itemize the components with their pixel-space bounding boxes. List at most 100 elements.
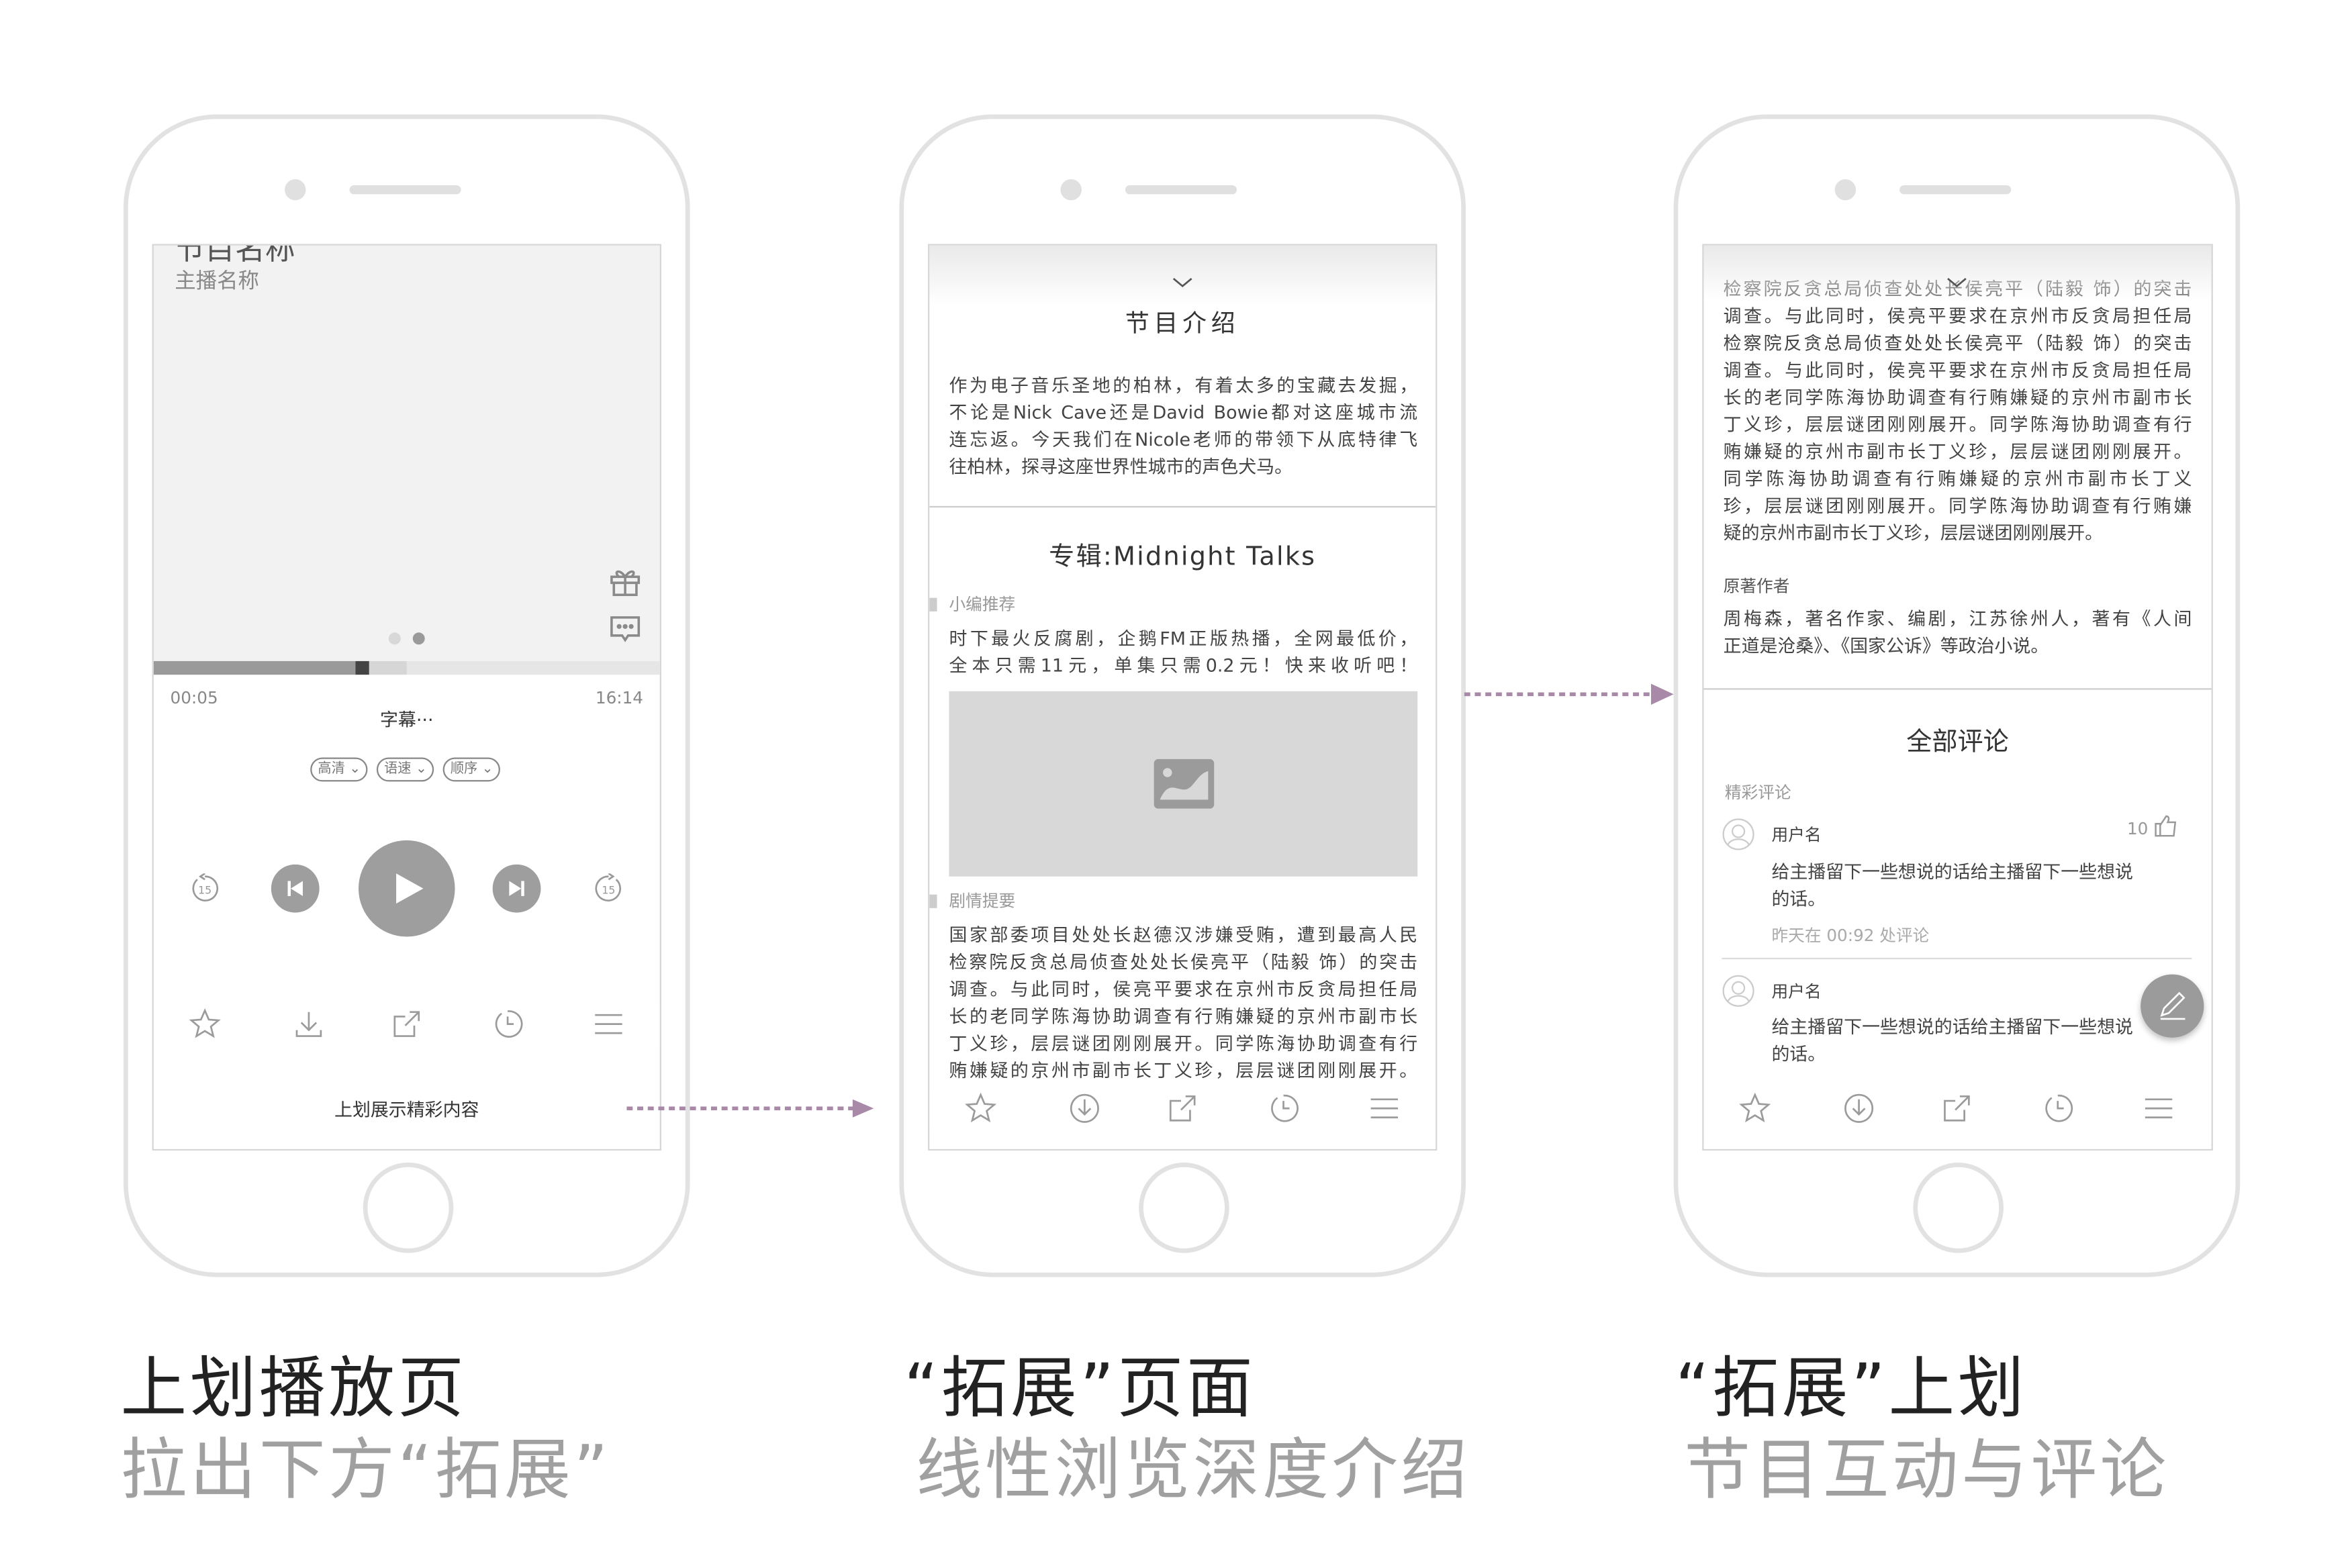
player-screen: 节目名称 主播名称 00:05 16:14 字幕··· 高清 ⌄ 语速 ⌄ <box>152 244 661 1151</box>
download-button[interactable] <box>1066 1090 1102 1126</box>
avatar[interactable] <box>1722 818 1754 850</box>
phone-mockup-comments: 检察院反贪总局侦查处处长侯亮平（陆毅 饰）的突击调查。与此同时，侯亮平要求在京州… <box>1673 114 2241 1277</box>
bottom-toolbar <box>929 1090 1436 1130</box>
page-dot-active[interactable] <box>412 632 425 645</box>
share-button[interactable] <box>1939 1090 1975 1126</box>
speaker-bar <box>1899 185 2012 195</box>
comment-username[interactable]: 用户名 <box>1771 981 1822 1001</box>
featured-comments-label: 精彩评论 <box>1724 783 1791 803</box>
share-button[interactable] <box>1164 1090 1201 1126</box>
speed-dropdown[interactable]: 语速 ⌄ <box>376 757 435 782</box>
time-elapsed: 00:05 <box>170 688 218 708</box>
avatar[interactable] <box>1722 975 1754 1008</box>
speaker-bar <box>349 185 461 195</box>
next-button[interactable] <box>492 864 541 913</box>
favorite-button[interactable] <box>1737 1090 1773 1126</box>
download-circle-icon <box>1070 1093 1099 1123</box>
sleep-timer-button[interactable] <box>1266 1090 1302 1126</box>
caption-title: “拓展”上划 <box>1675 1351 2027 1428</box>
chevron-down-icon[interactable] <box>1172 266 1193 288</box>
comment-line: 给主播留下一些想说的话给主播留下一些想说 <box>1771 1016 2133 1038</box>
swipe-up-hint[interactable]: 上划展示精彩内容 <box>334 1099 479 1121</box>
comment-line: 给主播留下一些想说的话给主播留下一些想说 <box>1771 861 2133 883</box>
page-dot[interactable] <box>388 632 401 645</box>
rewind-15-button[interactable]: 15 <box>190 873 220 903</box>
text-line: 疑的京州市副市长丁义珍，层层谜团刚刚展开。 <box>1723 522 2104 544</box>
text-line: 长的老同学陈海协助调查有行贿嫌疑的京州市副市长 <box>1723 387 2192 409</box>
phone-mockup-player: 节目名称 主播名称 00:05 16:14 字幕··· 高清 ⌄ 语速 ⌄ <box>123 114 690 1277</box>
host-name: 主播名称 <box>175 269 259 294</box>
playlist-button[interactable] <box>2141 1090 2177 1126</box>
share-icon <box>1169 1095 1196 1122</box>
comments-title: 全部评论 <box>1906 727 2009 758</box>
text-line: 检察院反贪总局侦查处处长侯亮平（陆毅 饰）的突击 <box>949 951 1418 973</box>
camera-dot <box>1060 179 1082 201</box>
program-title: 节目名称 <box>175 244 295 267</box>
home-button <box>1139 1163 1229 1253</box>
text-line: 周梅森，著名作家、编剧，江苏徐州人，著有《人间 <box>1723 608 2192 630</box>
caption-subtitle: 线性浏览深度介绍 <box>916 1432 1470 1510</box>
text-line: 检察院反贪总局侦查处处长侯亮平（陆毅 饰）的突击 <box>1723 332 2192 354</box>
timer-icon <box>1271 1094 1299 1122</box>
home-button <box>363 1163 454 1253</box>
share-icon <box>393 1011 420 1037</box>
header-fade <box>1703 245 2212 300</box>
text-line: 丁义珍，层层谜团刚刚展开。同学陈海协助调查有行 <box>949 1033 1418 1055</box>
write-comment-fab[interactable] <box>2141 974 2204 1038</box>
camera-dot <box>285 179 306 201</box>
comment-meta: 昨天在 00:92 处评论 <box>1771 926 1930 946</box>
flow-arrow <box>1464 683 1674 705</box>
playlist-button[interactable] <box>1366 1090 1403 1126</box>
text-line: 时下最火反腐剧，企鹅FM正版热播，全网最低价， <box>949 628 1418 649</box>
text-line: 同学陈海协助调查有行贿嫌疑的京州市副市长丁义 <box>1723 468 2192 490</box>
pill-label: 语速 <box>384 762 412 777</box>
favorite-button[interactable] <box>963 1090 999 1126</box>
quality-dropdown[interactable]: 高清 ⌄ <box>310 757 369 782</box>
subtitle-text: 字幕··· <box>379 709 434 731</box>
section-marker <box>929 894 937 908</box>
text-line: 贿嫌疑的京州市副市长丁义珍，层层谜团刚刚展开。 <box>949 1060 1418 1081</box>
pill-label: 高清 <box>318 762 345 777</box>
forward-15-button[interactable]: 15 <box>594 873 624 903</box>
speaker-bar <box>1125 185 1237 195</box>
gift-icon[interactable] <box>608 568 641 598</box>
caption-title: “拓展”页面 <box>904 1351 1256 1428</box>
share-button[interactable] <box>389 1006 425 1042</box>
cover-area: 节目名称 主播名称 <box>153 244 660 661</box>
comment-icon[interactable] <box>608 614 641 644</box>
chevron-down-icon[interactable] <box>1946 266 1967 288</box>
progress-knob[interactable] <box>356 660 370 675</box>
sleep-timer-button[interactable] <box>2040 1090 2076 1126</box>
divider <box>929 505 1436 508</box>
previous-button[interactable] <box>271 864 320 913</box>
divider <box>1722 957 2192 960</box>
order-dropdown[interactable]: 顺序 ⌄ <box>442 757 501 782</box>
share-icon <box>1944 1095 1970 1122</box>
text-line: 往柏林，探寻这座世界性城市的声色犬马。 <box>949 456 1293 478</box>
text-line: 调查。与此同时，侯亮平要求在京州市反贪局担任局 <box>1723 360 2192 381</box>
star-icon <box>1739 1092 1771 1123</box>
bottom-toolbar <box>153 1006 660 1046</box>
download-button[interactable] <box>1841 1090 1877 1126</box>
star-icon <box>189 1008 221 1038</box>
section-marker <box>929 597 937 611</box>
text-line: 长的老同学陈海协助调查有行贿嫌疑的京州市副市长 <box>949 1006 1418 1028</box>
download-button[interactable] <box>291 1006 327 1042</box>
sleep-timer-button[interactable] <box>489 1006 526 1042</box>
progress-bar[interactable] <box>153 660 660 675</box>
comment-text: 给主播留下一些想说的话给主播留下一些想说的话。 <box>1771 859 2132 913</box>
playlist-icon <box>595 1014 622 1034</box>
editor-recommend-label: 小编推荐 <box>949 595 1016 615</box>
thumbs-up-icon[interactable] <box>2154 814 2178 838</box>
playlist-button[interactable] <box>590 1006 626 1042</box>
header-fade <box>929 245 1436 306</box>
comment-username[interactable]: 用户名 <box>1771 825 1822 845</box>
text-line: 丁义珍，层层谜团刚刚展开。同学陈海协助调查有行 <box>1723 413 2192 436</box>
favorite-button[interactable] <box>187 1006 223 1042</box>
skip-seconds: 15 <box>602 884 615 897</box>
text-line: 调查。与此同时，侯亮平要求在京州市反贪局担任局 <box>949 979 1418 1000</box>
image-icon <box>1154 758 1215 809</box>
comments-screen: 检察院反贪总局侦查处处长侯亮平（陆毅 饰）的突击调查。与此同时，侯亮平要求在京州… <box>1702 244 2213 1151</box>
play-button[interactable] <box>358 840 455 937</box>
intro-title: 节目介绍 <box>1125 308 1240 338</box>
